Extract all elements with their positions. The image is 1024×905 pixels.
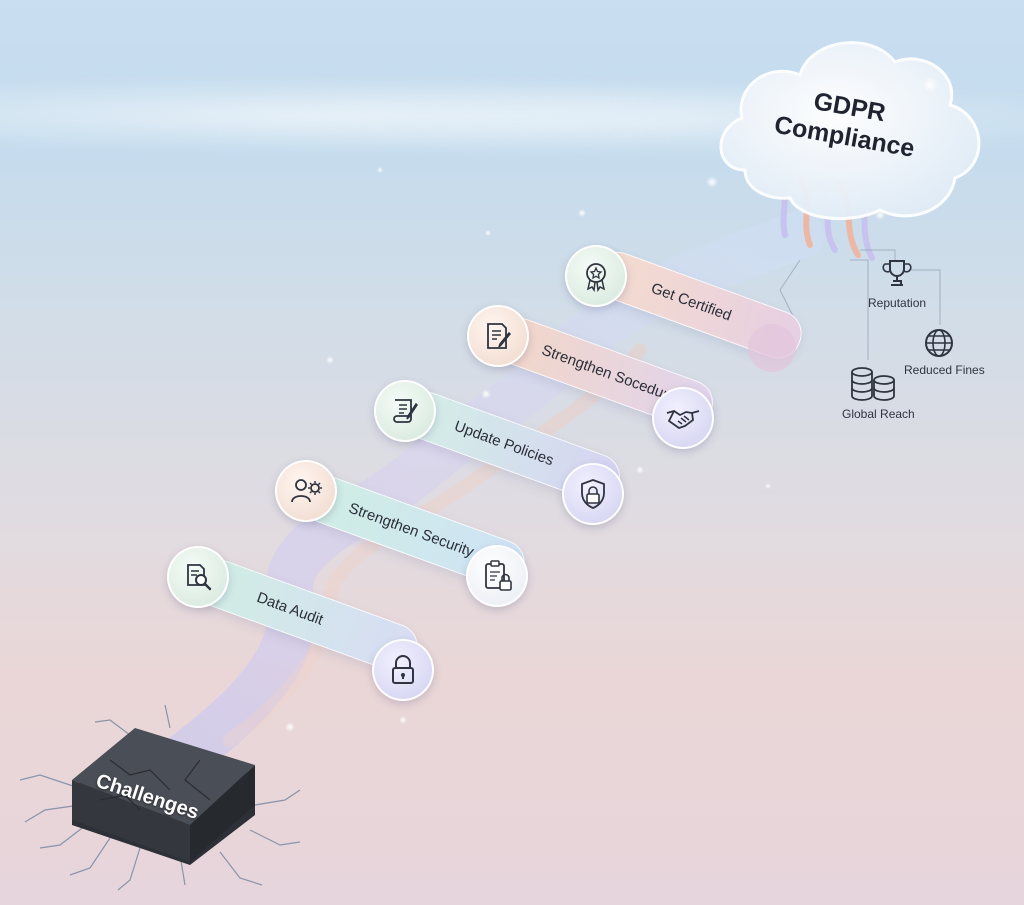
cloud-shape bbox=[719, 41, 981, 221]
challenges-chip bbox=[72, 728, 255, 865]
step-strengthen-security-end-badge bbox=[466, 545, 528, 607]
benefit-global-reach bbox=[848, 366, 898, 409]
trophy-icon bbox=[882, 260, 912, 286]
benefit-reduced-fines bbox=[922, 326, 956, 365]
handshake-icon bbox=[666, 410, 700, 429]
step-data-audit-end-badge bbox=[372, 639, 434, 701]
document-pen-icon bbox=[487, 323, 512, 349]
award-ribbon-icon bbox=[586, 263, 606, 292]
globe-icon bbox=[925, 329, 953, 357]
step-strengthen-socedures-start-badge bbox=[467, 305, 529, 367]
step-update-policies-start-badge bbox=[374, 380, 436, 442]
coin-stack-icon bbox=[851, 367, 895, 401]
clipboard-lock-icon bbox=[485, 560, 512, 591]
step-data-audit-start-badge bbox=[167, 546, 229, 608]
benefit-reputation bbox=[862, 256, 932, 295]
sparkles bbox=[285, 77, 938, 732]
step-update-policies-end-badge bbox=[562, 463, 624, 525]
benefit-reduced-fines-label: Reduced Fines bbox=[904, 363, 985, 377]
step-strengthen-security-start-badge bbox=[275, 460, 337, 522]
padlock-icon bbox=[392, 655, 414, 684]
user-gear-icon bbox=[291, 479, 322, 503]
scroll-pen-icon bbox=[393, 399, 418, 423]
step-get-certified-start-badge bbox=[565, 245, 627, 307]
benefit-reputation-label: Reputation bbox=[868, 296, 927, 310]
benefit-global-reach-label: Global Reach bbox=[842, 407, 915, 421]
step-strengthen-socedures-end-badge bbox=[652, 387, 714, 449]
document-search-icon bbox=[187, 564, 212, 591]
shield-lock-icon bbox=[581, 479, 605, 509]
